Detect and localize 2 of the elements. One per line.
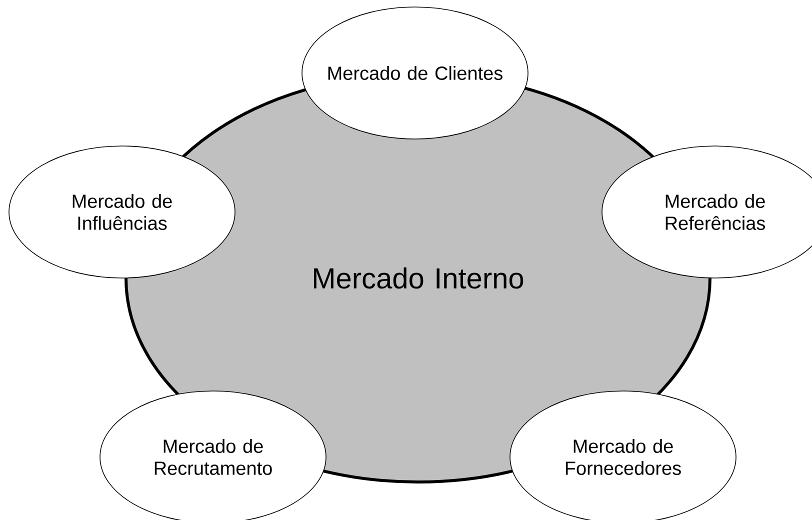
node-label: Mercado de Fornecedores <box>566 439 681 475</box>
node-label: Mercado de Recrutamento <box>154 439 272 475</box>
